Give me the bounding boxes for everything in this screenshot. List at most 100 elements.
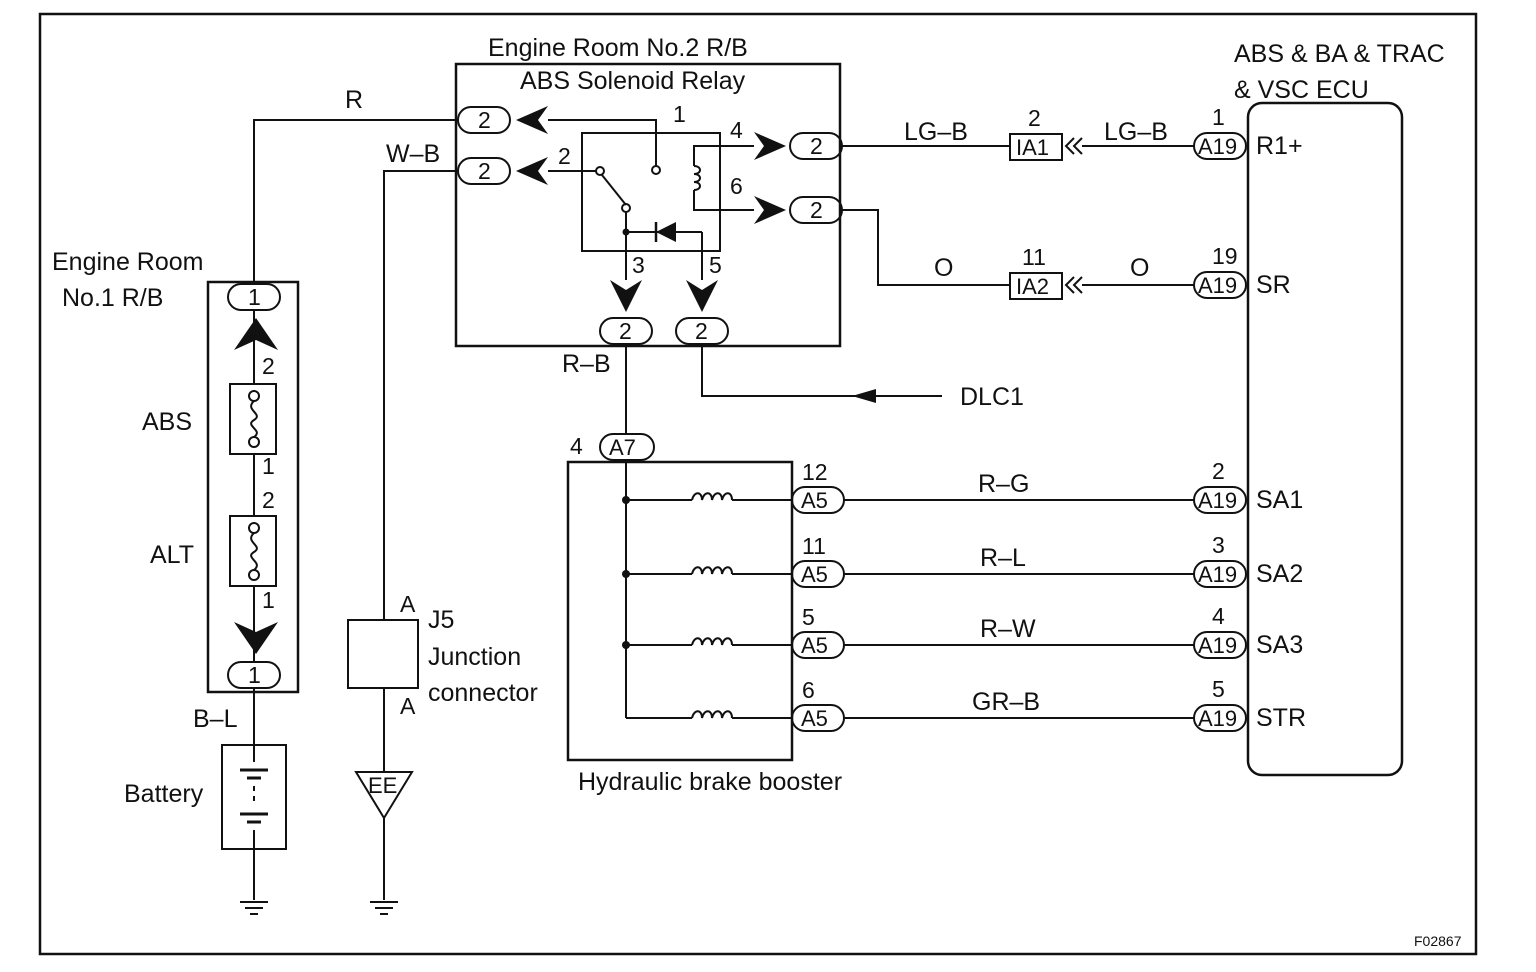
rb1-top-connector-num: 1 (248, 284, 261, 310)
ecu-pin-number: 3 (1212, 532, 1225, 558)
relay-switch-arm (601, 174, 627, 206)
junction-pin-a-top: A (400, 591, 416, 617)
figure-code: F02867 (1414, 933, 1462, 949)
wire-label-o-right: O (1130, 254, 1149, 282)
solenoid-coil-icon (691, 566, 733, 575)
booster-connector-label: A5 (801, 633, 828, 658)
fuse-alt-pin-2: 2 (262, 487, 275, 513)
ecu-label-line1: ABS & BA & TRAC (1234, 40, 1445, 68)
fuse-abs-label: ABS (142, 408, 192, 436)
relay-diode-icon (656, 222, 676, 242)
battery-label: Battery (124, 780, 204, 808)
rb2-chevron-pin4 (754, 132, 786, 160)
fuse-abs-icon (250, 400, 258, 438)
booster-connector-label: A5 (801, 562, 828, 587)
rb2-chevron-pin3 (610, 280, 642, 312)
ecu-connector-a19 (1193, 486, 1247, 514)
rb1-label-line1: Engine Room (52, 248, 203, 276)
relay-contact-nc (651, 165, 661, 175)
ecu-terminal-label: R1+ (1256, 132, 1303, 160)
booster-a7-num: 4 (570, 433, 583, 459)
relay-switch-pivot (621, 203, 631, 213)
rb2-chevron-wb (516, 157, 548, 185)
rb2-connector-wb (457, 157, 511, 185)
ecu-connector-a19 (1193, 271, 1247, 299)
ecu-connector-a19 (1193, 560, 1247, 588)
rb2-connector-pin5-num: 2 (695, 318, 708, 344)
booster-pin-number: 5 (802, 604, 815, 630)
wire-label-rb: R–B (562, 350, 611, 378)
wire-color-label: R–G (978, 470, 1029, 498)
inline-connector-ia2-pin: 11 (1022, 244, 1046, 270)
ecu-connector-label: A19 (1198, 134, 1237, 159)
booster-connector-label: A5 (801, 706, 828, 731)
wire-label-lgb-right: LG–B (1104, 118, 1168, 146)
junction-label-line2: Junction (428, 643, 521, 671)
wire-label-lgb-left: LG–B (904, 118, 968, 146)
fuse-alt-box (229, 515, 277, 587)
fuse-alt-icon (250, 532, 258, 571)
booster-box (566, 460, 794, 762)
booster-pin-number: 6 (802, 677, 815, 703)
rb1-bottom-connector-num: 1 (248, 662, 261, 688)
solenoid-coil-icon (691, 492, 733, 501)
inline-connector-ia1 (1009, 133, 1063, 161)
ecu-terminal-label: SR (1256, 271, 1291, 299)
wire-color-label: R–L (980, 544, 1026, 572)
relay-pin-2: 2 (558, 143, 571, 169)
booster-pin-number: 12 (802, 459, 828, 485)
wire-color-label: GR–B (972, 688, 1040, 716)
ecu-pin-rows: A191R1+A1919SRA192SA1A193SA2A194SA3A195S… (1193, 104, 1306, 732)
relay-pin-3: 3 (632, 252, 645, 278)
junction-label-line3: connector (428, 679, 538, 707)
ecu-pin-number: 2 (1212, 458, 1225, 484)
dlc1-arrow (852, 389, 876, 403)
rb2-connector-wb-num: 2 (478, 158, 491, 184)
wire-color-label: R–W (980, 615, 1036, 643)
wire-label-o-left: O (934, 254, 953, 282)
rb2-chevron-r (516, 106, 548, 134)
junction-connector-box (347, 619, 419, 689)
fuse-alt-pin-1: 1 (262, 587, 275, 613)
ecu-pin-number: 19 (1212, 243, 1238, 269)
rb2-label-line1: Engine Room No.2 R/B (488, 34, 748, 62)
relay-pin-1: 1 (673, 101, 686, 127)
booster-connector-label: A5 (801, 488, 828, 513)
wire-label-wb: W–B (386, 140, 440, 168)
rb1-pin-2-top: 2 (262, 353, 275, 379)
ecu-terminal-label: SA2 (1256, 560, 1303, 588)
rb2-chevron-pin6 (754, 196, 786, 224)
relay-pin-4: 4 (730, 117, 743, 143)
rb2-connector-r-num: 2 (478, 107, 491, 133)
fuse-alt-label: ALT (150, 541, 194, 569)
booster-connector-a7-label: A7 (609, 435, 636, 460)
ecu-box (1246, 101, 1404, 777)
ecu-connector-a19 (1193, 631, 1247, 659)
wire-label-r: R (345, 86, 363, 114)
relay-contact-no (595, 166, 605, 176)
ecu-connector-label: A19 (1198, 706, 1237, 731)
solenoid-coil-icon (691, 710, 733, 719)
inline-connector-ia2-label: IA2 (1016, 274, 1049, 299)
rb1-downward-chevron (234, 622, 278, 654)
ground-icon-battery (240, 901, 268, 915)
inline-connector-ia1-label: IA1 (1016, 135, 1049, 160)
fuse-abs-box (229, 383, 277, 455)
ecu-pin-number: 4 (1212, 603, 1225, 629)
wire-label-bl: B–L (193, 705, 238, 733)
ecu-terminal-label: SA1 (1256, 486, 1303, 514)
ecu-pin-number: 5 (1212, 676, 1225, 702)
diagram-frame (38, 12, 1478, 956)
junction-pin-a-bottom: A (400, 693, 416, 719)
ecu-connector-label: A19 (1198, 488, 1237, 513)
ecu-terminal-label: STR (1256, 704, 1306, 732)
battery-icon (240, 745, 268, 849)
booster-label: Hydraulic brake booster (578, 768, 842, 796)
rb2-connector-pin4-num: 2 (810, 133, 823, 159)
rb1-label-line2: No.1 R/B (62, 284, 163, 312)
ecu-terminal-label: SA3 (1256, 631, 1303, 659)
rb2-chevron-pin5 (686, 280, 718, 312)
ecu-pin-number: 1 (1212, 104, 1225, 130)
ecu-connector-a19 (1193, 132, 1247, 160)
